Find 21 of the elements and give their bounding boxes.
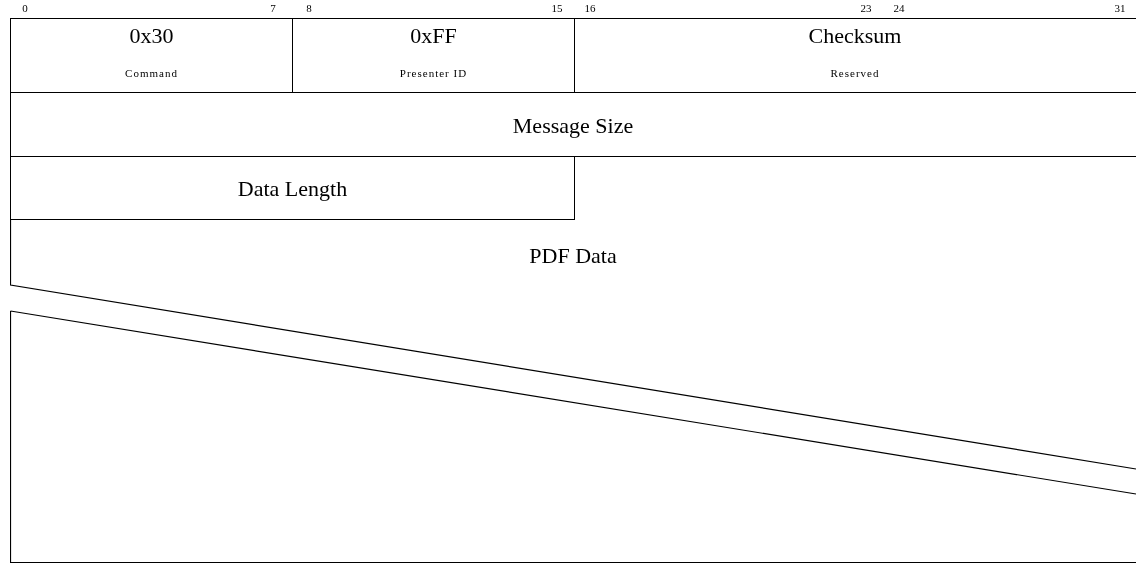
field-name: Reserved — [829, 67, 881, 79]
field-box — [10, 156, 575, 220]
bit-number: 7 — [270, 2, 276, 14]
broken-field-drawing — [10, 219, 1136, 563]
field-value: Data Length — [236, 176, 349, 202]
field-name: Command — [124, 67, 179, 79]
bit-number: 0 — [22, 2, 28, 14]
bit-number: 31 — [1114, 2, 1126, 14]
bit-number: 24 — [893, 2, 905, 14]
field-value: Checksum — [807, 23, 903, 49]
field-value: PDF Data — [528, 243, 618, 269]
bit-number: 16 — [584, 2, 596, 14]
field-value: 0x30 — [128, 23, 175, 49]
field-value: 0xFF — [409, 23, 458, 49]
field-box — [10, 18, 293, 93]
bit-number: 8 — [306, 2, 312, 14]
bit-number: 15 — [551, 2, 563, 14]
field-box — [10, 92, 1136, 157]
field-value: Message Size — [511, 112, 635, 139]
field-name: Presenter ID — [398, 67, 469, 79]
bit-number: 23 — [860, 2, 872, 14]
